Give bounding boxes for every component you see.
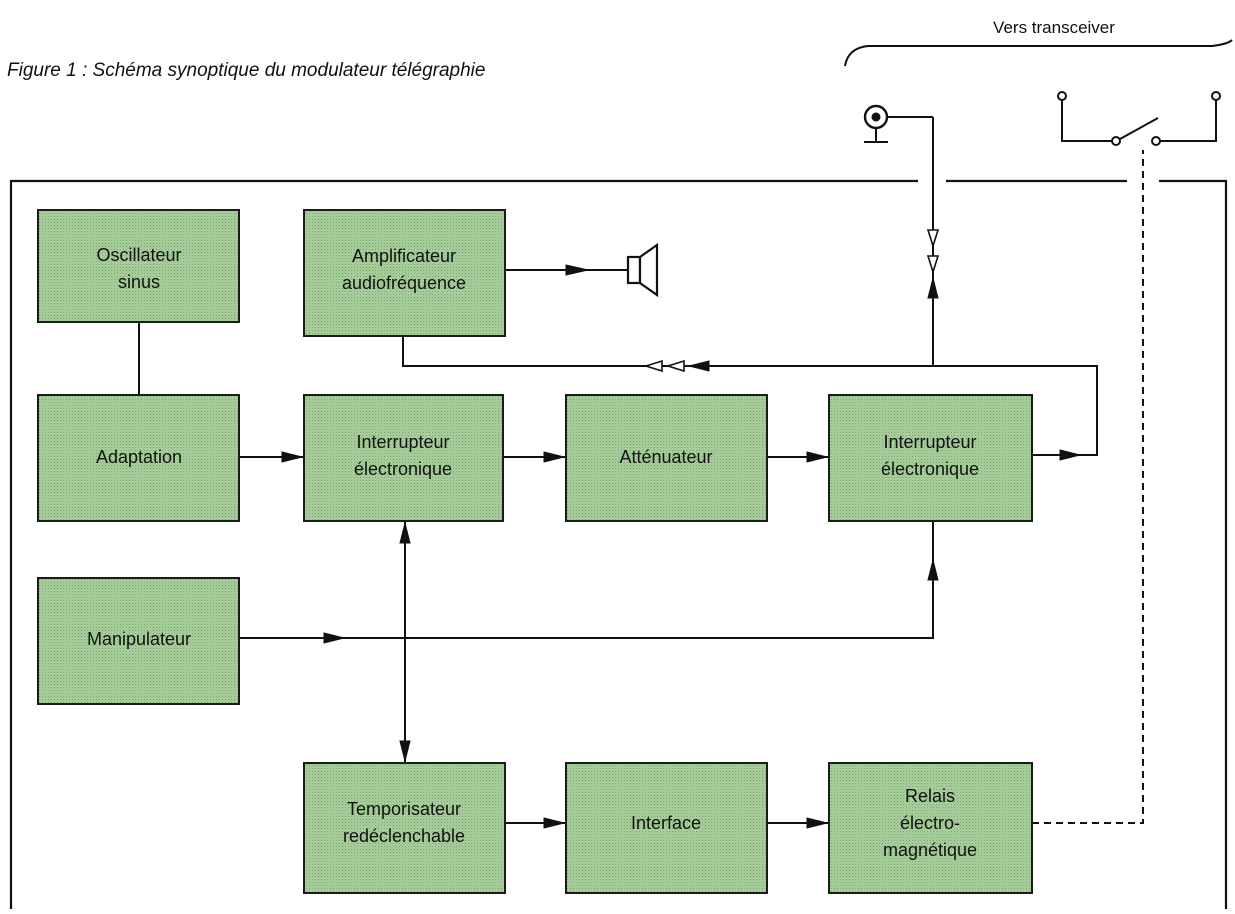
transceiver-label: Vers transceiver: [993, 18, 1115, 37]
arrow-down-open: [926, 255, 940, 275]
enclosure-frame: [9, 179, 1228, 909]
coaxial-connector-icon: [863, 104, 933, 143]
block-label: Interface: [631, 813, 701, 833]
block-label: sinus: [118, 272, 160, 292]
arrow-left-open: [665, 359, 685, 373]
block-label: Atténuateur: [619, 447, 712, 467]
arrow-down-open: [926, 229, 940, 249]
block-amplificateur: Amplificateur audiofréquence: [303, 209, 506, 337]
block-label: Amplificateur: [352, 246, 456, 266]
block-label: Relais: [905, 786, 955, 806]
arrow-up: [927, 559, 939, 581]
arrow-down: [399, 740, 411, 762]
block-label: Adaptation: [96, 447, 182, 467]
block-relais: Relais électro- magnétique: [828, 762, 1033, 894]
arrow-right: [565, 264, 589, 276]
block-interrupteur-1: Interrupteur électronique: [303, 394, 504, 522]
block-adaptation: Adaptation: [37, 394, 240, 522]
block-interface: Interface: [565, 762, 768, 894]
block-label: Interrupteur: [883, 432, 976, 452]
transceiver-group: Vers transceiver: [844, 18, 1233, 146]
arrow-right: [323, 632, 345, 644]
arrow-right: [543, 451, 565, 463]
block-label: magnétique: [883, 840, 977, 860]
arrow-up: [927, 277, 939, 299]
block-label: électronique: [354, 459, 452, 479]
arrow-left-open: [643, 359, 663, 373]
block-interrupteur-2: Interrupteur électronique: [828, 394, 1033, 522]
arrow-right: [806, 451, 828, 463]
block-oscillateur: Oscillateur sinus: [37, 209, 240, 323]
block-label: électronique: [881, 459, 979, 479]
block-label: redéclenchable: [343, 826, 465, 846]
block-label: Oscillateur: [96, 245, 181, 265]
block-label: audiofréquence: [342, 273, 466, 293]
arrow-right: [543, 817, 565, 829]
arrowheads: [281, 229, 1081, 829]
arrow-up: [399, 522, 411, 544]
arrow-left: [688, 360, 710, 372]
block-label: électro-: [900, 813, 960, 833]
transceiver-brace: [844, 39, 1233, 67]
block-temporisateur: Temporisateur redéclenchable: [303, 762, 506, 894]
arrow-right: [281, 451, 303, 463]
block-manipulateur: Manipulateur: [37, 577, 240, 705]
relay-switch-contact-icon: [1057, 91, 1221, 146]
block-attenuateur: Atténuateur: [565, 394, 768, 522]
block-label: Temporisateur: [347, 799, 461, 819]
arrow-right: [1059, 449, 1081, 461]
figure-caption: Figure 1 : Schéma synoptique du modulate…: [7, 60, 485, 81]
block-label: Interrupteur: [356, 432, 449, 452]
arrow-right: [806, 817, 828, 829]
loudspeaker-icon: [626, 242, 659, 298]
block-label: Manipulateur: [87, 629, 191, 649]
